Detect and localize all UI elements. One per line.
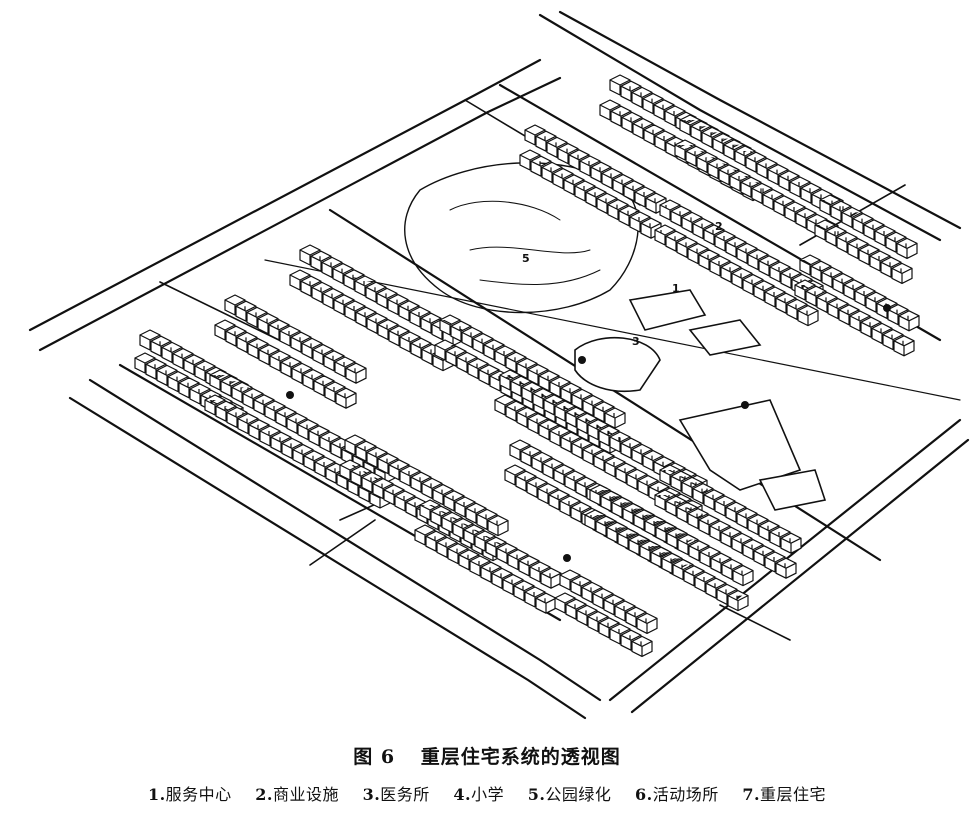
road-network [28,10,970,720]
housing-block [898,310,920,332]
service-center [628,289,707,331]
legend-item-7: 7.重层住宅 [742,785,827,804]
housing-block [896,237,918,260]
map-label-5: 5 [522,252,530,265]
marker-dot [578,356,586,364]
housing-block [775,557,797,579]
housing-block [604,407,626,429]
housing-block [780,532,802,554]
housing-block [636,612,658,635]
legend-item-6: 6.活动场所 [635,785,719,804]
activity-area [688,319,762,356]
legend-item-2: 2.商业设施 [255,785,339,804]
legend-item-1: 1.服务中心 [147,785,232,804]
map-label-1: 1 [672,282,680,295]
marker-dot [883,304,891,312]
legend-item-4: 4.小学 [453,785,505,804]
school [574,336,661,393]
figure-title-line: 图 6 重层住宅系统的透视图 [0,742,974,769]
housing-block [345,362,367,384]
housing-block [631,635,653,658]
figure-caption: 图 6 重层住宅系统的透视图 1.服务中心 2.商业设施 3.医务所 4.小学 … [0,742,974,805]
housing-block [891,262,913,285]
perspective-drawing: 1 2 3 5 [28,10,970,720]
legend: 1.服务中心 2.商业设施 3.医务所 4.小学 5.公园绿化 6.活动场所 7… [0,781,974,805]
figure-number: 图 6 [353,746,396,768]
legend-item-3: 3.医务所 [362,785,430,804]
marker-dot [286,391,294,399]
housing-block [335,387,357,409]
map-label-2: 2 [715,220,723,233]
housing-block [732,564,754,587]
legend-item-5: 5.公园绿化 [527,785,612,804]
map-label-3: 3 [632,335,640,348]
housing-block [797,304,819,327]
park-area [404,162,639,314]
marker-dot [741,401,749,409]
housing-block [535,592,557,614]
marker-dot [563,554,571,562]
figure-title: 重层住宅系统的透视图 [420,746,621,768]
housing-block [727,589,749,612]
housing-block [540,567,562,589]
housing-block [487,514,509,537]
housing-block [893,335,915,357]
